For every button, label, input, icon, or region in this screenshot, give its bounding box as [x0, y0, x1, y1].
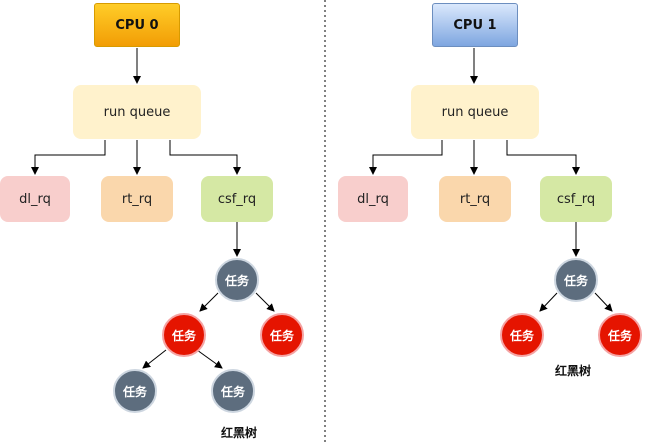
cpu0-tree-root: 任务 [215, 258, 259, 302]
edge-cpu1-root-right [594, 292, 613, 312]
cpu1-tree-left: 任务 [500, 313, 544, 357]
cpu0-rt-rq: rt_rq [101, 176, 173, 222]
cpu1-tree-caption: 红黑树 [555, 364, 592, 378]
edge-cpu0-left-right [196, 349, 223, 369]
edge-cpu0-root-right [255, 292, 275, 312]
cpu0-dl-rq: dl_rq [0, 176, 70, 222]
cpu1-tree-right: 任务 [598, 313, 642, 357]
cpu0-node: CPU 0 [94, 3, 180, 47]
cpu0-tree-caption: 红黑树 [221, 426, 258, 440]
cpu1-rt-rq: rt_rq [439, 176, 511, 222]
edge-cpu0-left-left [142, 349, 167, 369]
edge-cpu1-csfrq [506, 140, 580, 175]
edge-cpu0-csfrq [169, 140, 241, 175]
cpu1-csf-rq: csf_rq [540, 176, 612, 222]
cpu1-node: CPU 1 [432, 3, 518, 47]
edge-cpu0-dlrq [31, 140, 106, 175]
cpu0-run-queue: run queue [73, 85, 201, 139]
cpu0-tree-left-right: 任务 [211, 369, 255, 413]
cpu0-tree-left-left: 任务 [113, 369, 157, 413]
cpu0-tree-right: 任务 [260, 313, 304, 357]
cpu1-run-queue: run queue [411, 85, 539, 139]
cpu0-tree-left: 任务 [162, 313, 206, 357]
cpu0-csf-rq: csf_rq [201, 176, 273, 222]
edge-cpu1-root-left [539, 292, 558, 312]
cpu1-dl-rq: dl_rq [338, 176, 408, 222]
edge-cpu0-root-left [199, 292, 219, 312]
cpu1-tree-root: 任务 [554, 258, 598, 302]
edge-cpu1-dlrq [369, 140, 443, 175]
